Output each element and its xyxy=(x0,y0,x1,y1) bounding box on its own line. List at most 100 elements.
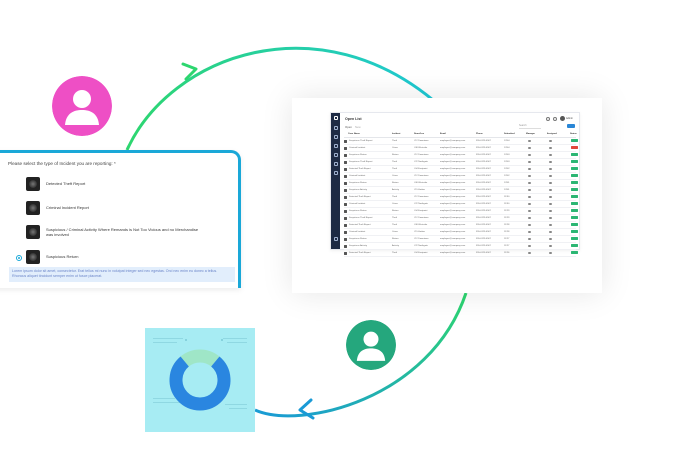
search-icon[interactable] xyxy=(333,171,338,175)
manager-icon[interactable] xyxy=(528,188,531,192)
manager-icon[interactable] xyxy=(528,216,531,220)
assign-icon[interactable] xyxy=(549,188,552,192)
settings-icon[interactable] xyxy=(333,162,338,166)
status-badge[interactable] xyxy=(571,251,578,255)
user-avatar[interactable] xyxy=(560,116,565,121)
assign-icon[interactable] xyxy=(549,139,552,143)
assign-icon[interactable] xyxy=(549,230,552,234)
chart-icon[interactable] xyxy=(333,144,338,148)
assign-icon[interactable] xyxy=(549,174,552,178)
list-icon[interactable] xyxy=(333,135,338,139)
status-badge[interactable] xyxy=(571,167,578,171)
assign-icon[interactable] xyxy=(549,244,552,248)
assign-icon[interactable] xyxy=(549,195,552,199)
manager-icon[interactable] xyxy=(528,223,531,227)
status-badge[interactable] xyxy=(571,237,578,241)
search-input[interactable]: Search xyxy=(519,124,541,129)
manager-icon[interactable] xyxy=(528,139,531,143)
add-button[interactable] xyxy=(567,124,575,128)
cell-date: 12/01 xyxy=(504,181,510,184)
assign-icon[interactable] xyxy=(549,209,552,213)
status-badge[interactable] xyxy=(571,244,578,248)
column-header[interactable]: Submitted xyxy=(504,132,515,135)
manager-icon[interactable] xyxy=(528,195,531,199)
assign-icon[interactable] xyxy=(549,251,552,255)
assign-icon[interactable] xyxy=(549,216,552,220)
column-header[interactable]: Phone xyxy=(476,132,483,135)
manager-icon[interactable] xyxy=(528,237,531,241)
manager-icon[interactable] xyxy=(528,160,531,164)
assign-icon[interactable] xyxy=(549,223,552,227)
home-icon[interactable] xyxy=(333,126,338,130)
tab-open[interactable]: Open xyxy=(345,125,352,129)
assign-icon[interactable] xyxy=(549,202,552,206)
logout-icon[interactable] xyxy=(333,237,338,241)
status-badge[interactable] xyxy=(571,223,578,227)
cell-name: Detected Theft Report xyxy=(349,167,371,170)
help-icon[interactable] xyxy=(553,116,557,121)
manager-icon[interactable] xyxy=(528,153,531,157)
column-header[interactable]: Status xyxy=(570,132,577,135)
assign-icon[interactable] xyxy=(549,237,552,241)
option-suspicious-activity[interactable]: Suspicious / Criminal Activity Where Rem… xyxy=(26,225,226,243)
option-suspicious-return[interactable]: Suspicious Return xyxy=(26,250,226,268)
manager-icon[interactable] xyxy=(528,202,531,206)
assign-icon[interactable] xyxy=(549,146,552,150)
manager-icon[interactable] xyxy=(528,209,531,213)
column-header[interactable]: Store/Loc xyxy=(414,132,425,135)
status-badge[interactable] xyxy=(571,153,578,157)
status-badge[interactable] xyxy=(571,230,578,234)
assign-icon[interactable] xyxy=(549,160,552,164)
manager-icon[interactable] xyxy=(528,244,531,248)
option-criminal-incident[interactable]: Criminal Incident Report xyxy=(26,201,226,219)
status-badge[interactable] xyxy=(571,146,578,150)
manager-icon[interactable] xyxy=(528,174,531,178)
status-badge[interactable] xyxy=(571,174,578,178)
cell-email: employee@company.com xyxy=(440,202,466,205)
manager-icon[interactable] xyxy=(528,146,531,150)
users-icon[interactable] xyxy=(333,153,338,157)
assign-icon[interactable] xyxy=(549,167,552,171)
manager-icon[interactable] xyxy=(528,181,531,185)
status-badge[interactable] xyxy=(571,160,578,164)
status-badge[interactable] xyxy=(571,181,578,185)
assign-icon[interactable] xyxy=(549,153,552,157)
column-header[interactable]: Manager xyxy=(526,132,535,135)
column-header[interactable]: Incident xyxy=(392,132,401,135)
tab-new[interactable]: New xyxy=(355,125,361,129)
assign-icon[interactable] xyxy=(549,181,552,185)
status-badge[interactable] xyxy=(571,216,578,220)
manager-icon[interactable] xyxy=(528,230,531,234)
status-badge[interactable] xyxy=(571,195,578,199)
option-detected-theft[interactable]: Detected Theft Report xyxy=(26,177,226,195)
status-badge[interactable] xyxy=(571,202,578,206)
manager-icon[interactable] xyxy=(528,251,531,255)
cell-type: Crime xyxy=(392,230,398,233)
column-header[interactable]: Assigned xyxy=(547,132,557,135)
status-badge[interactable] xyxy=(571,188,578,192)
manager-icon[interactable] xyxy=(528,167,531,171)
selected-radio[interactable] xyxy=(16,255,22,261)
column-header[interactable]: Email xyxy=(440,132,446,135)
column-header[interactable]: Case Name xyxy=(348,132,360,135)
gear-icon[interactable] xyxy=(546,116,550,121)
status-badge[interactable] xyxy=(571,209,578,213)
status-badge[interactable] xyxy=(571,139,578,143)
